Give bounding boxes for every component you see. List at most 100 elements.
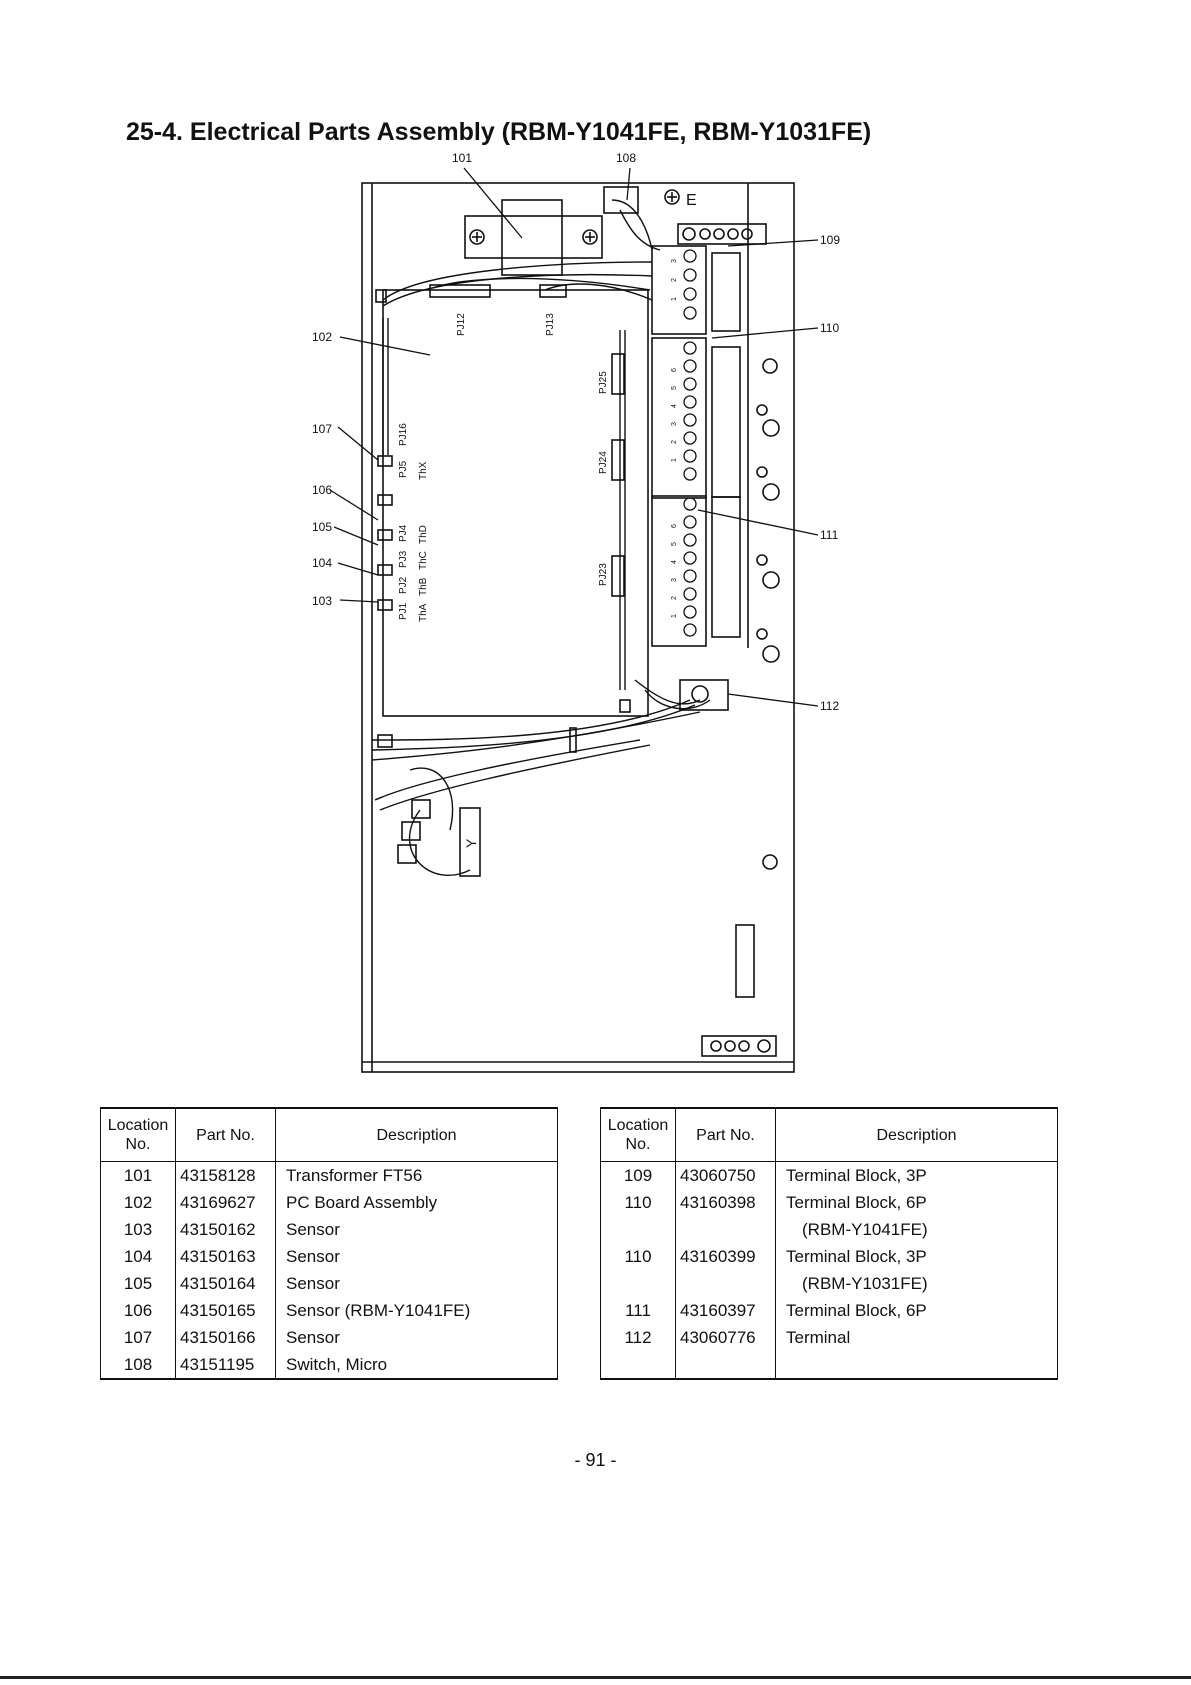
label-pj24: PJ24	[598, 451, 609, 474]
callout-112: 112	[820, 699, 839, 713]
part-no-cell: 43169627	[175, 1189, 276, 1216]
callout-110: 110	[820, 321, 839, 335]
label-pj23: PJ23	[598, 563, 609, 586]
description-cell: Transformer FT56	[275, 1161, 558, 1189]
description-cell: Sensor	[275, 1243, 558, 1270]
header-location: Location No.	[100, 1107, 176, 1162]
part-no-cell: 43150162	[175, 1216, 276, 1243]
ground-screws	[756, 404, 780, 663]
terminal-number: 2	[671, 278, 678, 282]
description-cell: Terminal Block, 3P	[775, 1243, 1058, 1270]
callout-109: 109	[820, 233, 840, 247]
description-cell: Sensor	[275, 1216, 558, 1243]
description-cell: Sensor	[275, 1324, 558, 1351]
description-cell	[775, 1351, 1058, 1380]
location-cell: 108	[100, 1351, 176, 1380]
electrical-parts-diagram: 101 108 109 110 111 112 102 107 106 105 …	[312, 151, 840, 1073]
label-pj16: PJ16	[398, 423, 409, 446]
label-thx: ThX	[418, 461, 429, 480]
label-pj1: PJ1	[398, 602, 409, 620]
mount-hole	[762, 358, 778, 374]
panel-outline	[361, 182, 795, 1073]
location-cell: 110	[600, 1189, 676, 1216]
label-pj12: PJ12	[456, 313, 467, 336]
header-part-no: Part No.	[175, 1107, 276, 1162]
callout-103: 103	[312, 594, 332, 608]
label-thd: ThD	[418, 525, 429, 544]
callout-111: 111	[820, 528, 839, 542]
page-number: - 91 -	[574, 1450, 617, 1470]
y-mark: Y	[463, 838, 479, 848]
location-cell: 103	[100, 1216, 176, 1243]
part-no-cell: 43160399	[675, 1243, 776, 1270]
header-part-no: Part No.	[675, 1107, 776, 1162]
terminal-number: 1	[671, 458, 678, 462]
part-no-cell	[675, 1351, 776, 1380]
label-pj25: PJ25	[598, 371, 609, 394]
location-cell: 111	[600, 1297, 676, 1324]
terminal-number: 4	[671, 560, 678, 564]
callout-102: 102	[312, 330, 332, 344]
description-cell: Switch, Micro	[275, 1351, 558, 1380]
label-pj2: PJ2	[398, 576, 409, 594]
description-cell: Terminal Block, 6P	[775, 1297, 1058, 1324]
callout-106: 106	[312, 483, 332, 497]
part-no-cell: 43060776	[675, 1324, 776, 1351]
part-no-cell	[675, 1216, 776, 1243]
description-cell: Terminal Block, 3P	[775, 1161, 1058, 1189]
e-mark: E	[686, 192, 697, 209]
lower-slot	[735, 924, 755, 998]
lower-terminal-strip	[701, 1035, 777, 1057]
terminal-number: 3	[671, 259, 678, 263]
page-title: 25-4. Electrical Parts Assembly (RBM-Y10…	[126, 118, 872, 146]
description-cell: PC Board Assembly	[275, 1189, 558, 1216]
description-cell: Terminal	[775, 1324, 1058, 1351]
callout-104: 104	[312, 556, 332, 570]
terminal-number: 5	[671, 542, 678, 546]
location-cell: 109	[600, 1161, 676, 1189]
terminal-number: 1	[671, 614, 678, 618]
header-description: Description	[275, 1107, 558, 1162]
part-no-cell	[675, 1270, 776, 1297]
terminal-number: 6	[671, 524, 678, 528]
location-cell: 106	[100, 1297, 176, 1324]
callout-107: 107	[312, 422, 332, 436]
description-cell: (RBM-Y1031FE)	[775, 1270, 1058, 1297]
terminal-number: 3	[671, 422, 678, 426]
location-cell: 104	[100, 1243, 176, 1270]
description-cell: (RBM-Y1041FE)	[775, 1216, 1058, 1243]
table-row	[600, 1351, 1058, 1380]
location-cell: 112	[600, 1324, 676, 1351]
bottom-rule	[0, 1676, 1191, 1679]
terminal-number: 6	[671, 368, 678, 372]
location-cell: 107	[100, 1324, 176, 1351]
terminal-number: 5	[671, 386, 678, 390]
part-no-cell: 43160397	[675, 1297, 776, 1324]
callout-105: 105	[312, 520, 332, 534]
description-cell: Sensor	[275, 1270, 558, 1297]
label-tha: ThA	[418, 603, 429, 622]
part-no-cell: 43150164	[175, 1270, 276, 1297]
terminal-number: 3	[671, 578, 678, 582]
part-no-cell: 43158128	[175, 1161, 276, 1189]
location-cell: 102	[100, 1189, 176, 1216]
description-cell: Terminal Block, 6P	[775, 1189, 1058, 1216]
terminal-block-3p-top	[677, 223, 767, 245]
callout-108: 108	[616, 151, 636, 165]
label-thc: ThC	[418, 551, 429, 570]
part-no-cell: 43160398	[675, 1189, 776, 1216]
label-pj13: PJ13	[545, 313, 556, 336]
